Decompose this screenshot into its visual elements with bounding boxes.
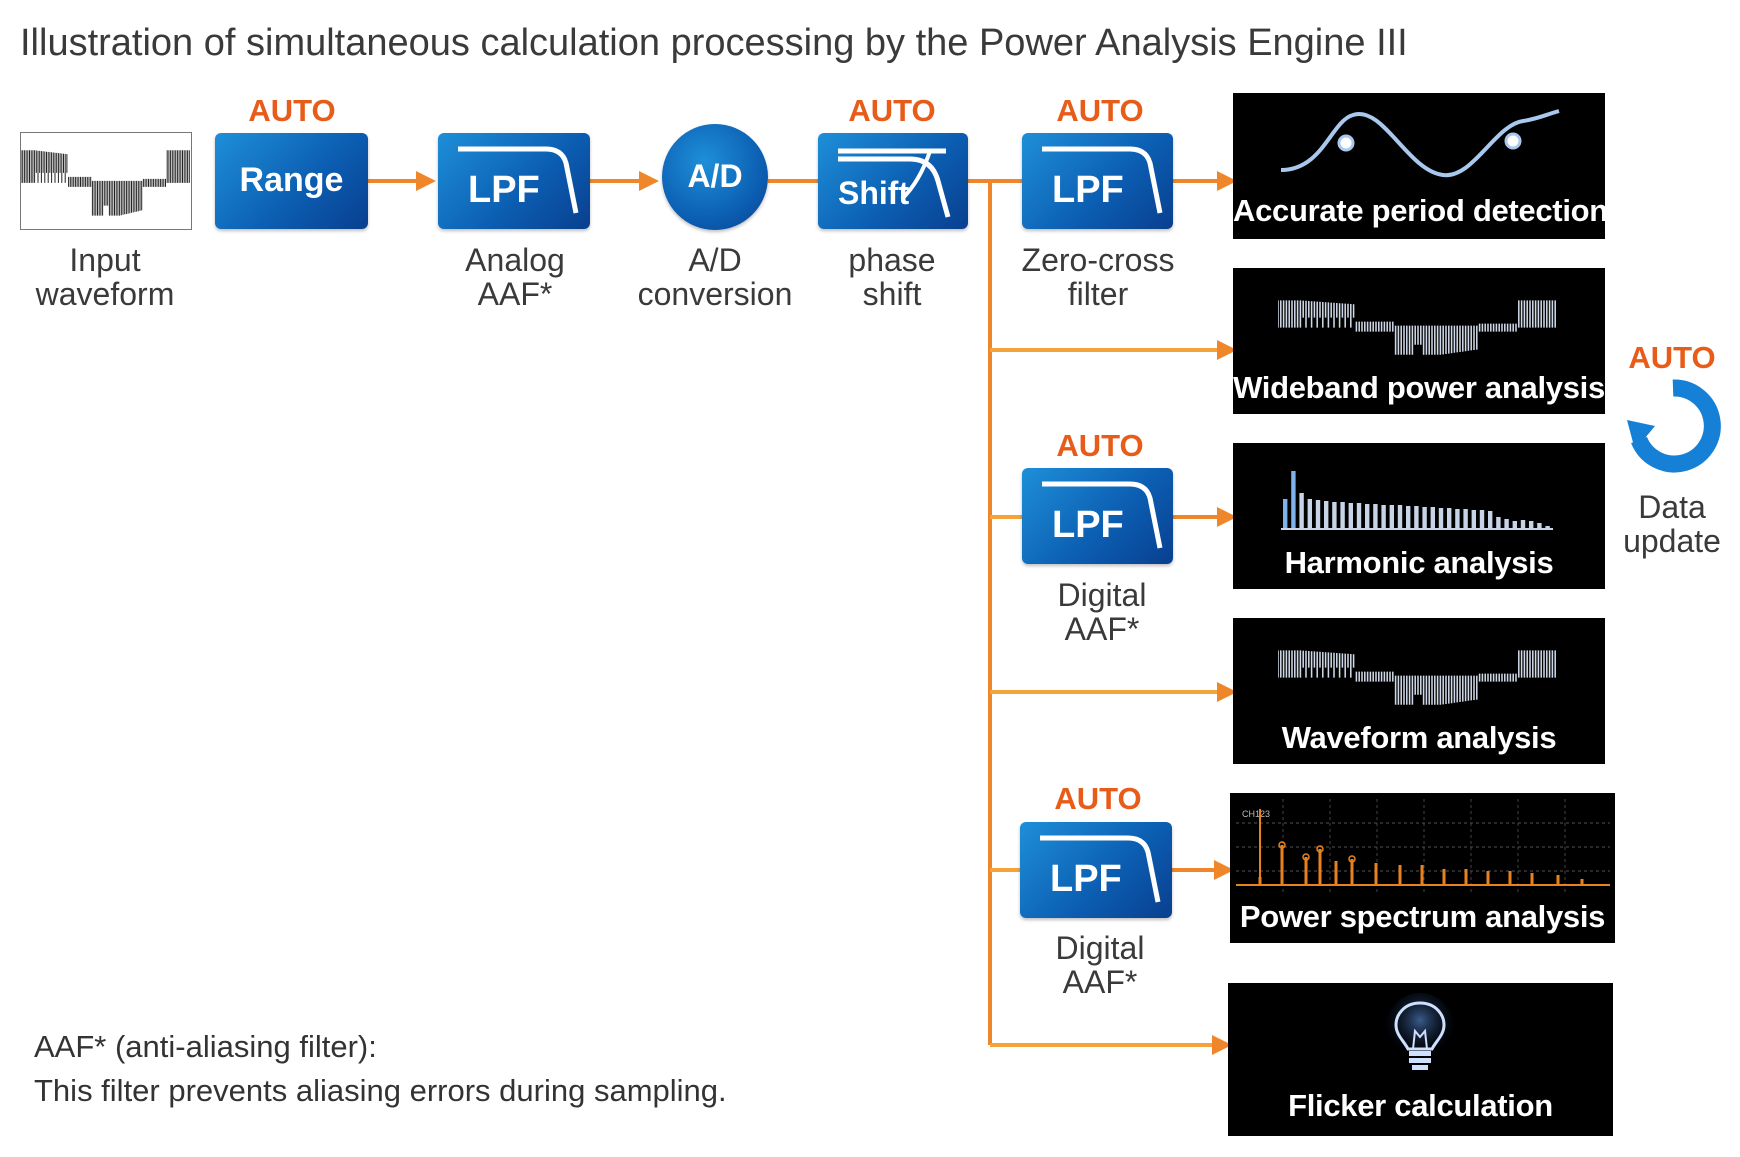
range-label: Range — [239, 161, 344, 199]
flicker-label: Flicker calculation — [1288, 1088, 1553, 1123]
data-update-caption-line1: Data — [1638, 489, 1706, 525]
shift-caption-line1: phase — [848, 242, 936, 278]
digital-lpf-2-caption: Digital AAF* — [990, 931, 1210, 999]
shift-caption-line2: shift — [862, 276, 922, 312]
waveform-label: Waveform analysis — [1281, 720, 1557, 755]
input-caption: Input waveform — [0, 243, 215, 311]
input-waveform-box — [20, 132, 192, 230]
ad-label: A/D — [687, 158, 743, 194]
period-detection-label: Accurate period detection — [1233, 193, 1608, 228]
footnote: AAF* (anti-aliasing filter): This filter… — [34, 1025, 727, 1113]
wideband-panel: Wideband power analysis — [1233, 268, 1605, 414]
auto-label-zero-cross: AUTO — [1056, 93, 1144, 128]
zero-cross-caption-line2: filter — [1067, 276, 1129, 312]
digital-lpf-2-caption-line1: Digital — [1055, 930, 1145, 966]
data-update-caption: Data update — [1562, 490, 1740, 558]
digital-lpf-2-block: LPF — [1020, 822, 1172, 918]
zero-cross-caption: Zero-cross filter — [988, 243, 1208, 311]
digital-lpf-1-caption-line2: AAF* — [1064, 611, 1140, 647]
pwm-waveform-icon — [1278, 300, 1556, 355]
pwm-waveform-icon — [20, 150, 190, 216]
lowpass-curve-icon — [1042, 146, 1163, 214]
zero-cross-caption-line1: Zero-cross — [1021, 242, 1175, 278]
shift-label: Shift — [838, 175, 910, 211]
sine-wave-icon — [1280, 109, 1560, 178]
footnote-line2: This filter prevents aliasing errors dur… — [34, 1073, 727, 1108]
harmonic-label: Harmonic analysis — [1284, 545, 1554, 580]
analog-lpf-label: LPF — [468, 169, 540, 211]
wideband-label: Wideband power analysis — [1233, 370, 1605, 405]
zero-cross-lpf-label: LPF — [1052, 169, 1124, 211]
analog-lpf-caption-line2: AAF* — [477, 276, 553, 312]
digital-lpf-1-label: LPF — [1052, 504, 1124, 546]
digital-lpf-1-caption: Digital AAF* — [992, 578, 1212, 646]
ad-caption-line1: A/D — [688, 242, 742, 278]
auto-label-digital-lpf-2: AUTO — [1054, 781, 1142, 816]
digital-lpf-2-caption-line2: AAF* — [1062, 964, 1138, 1000]
analog-lpf-caption: Analog AAF* — [405, 243, 625, 311]
digital-lpf-2-label: LPF — [1050, 858, 1122, 900]
flicker-panel: Flicker calculation — [1228, 983, 1613, 1136]
harmonic-panel: Harmonic analysis — [1233, 443, 1605, 589]
ad-caption: A/D conversion — [605, 243, 825, 311]
light-bulb-icon — [1386, 993, 1454, 1070]
lowpass-curve-icon — [1040, 835, 1161, 903]
shift-caption: phase shift — [782, 243, 1002, 311]
auto-label-shift: AUTO — [848, 93, 936, 128]
phase-shift-curve-icon — [838, 148, 951, 218]
ad-converter-circle: A/D — [662, 124, 768, 230]
spectrum-channel-tag: CH123 — [1242, 809, 1270, 819]
digital-lpf-1-caption-line1: Digital — [1057, 577, 1147, 613]
harmonic-bars-icon — [1281, 471, 1553, 530]
lowpass-curve-icon — [458, 146, 579, 214]
spectrum-plot-icon: CH123 — [1236, 799, 1610, 895]
input-caption-line1: Input — [69, 242, 141, 278]
waveform-panel: Waveform analysis — [1233, 618, 1605, 764]
range-block: Range — [215, 133, 368, 229]
spectrum-panel: CH123 Power spectrum analysis — [1230, 793, 1615, 943]
analog-lpf-block: LPF — [438, 133, 590, 229]
period-detection-panel: Accurate period detection — [1233, 93, 1608, 239]
input-caption-line2: waveform — [35, 276, 175, 312]
zero-cross-lpf-block: LPF — [1022, 133, 1173, 229]
data-update-caption-line2: update — [1623, 523, 1721, 559]
digital-lpf-1-block: LPF — [1022, 468, 1173, 564]
refresh-cycle-icon — [1627, 379, 1721, 473]
analog-lpf-caption-line1: Analog — [465, 242, 565, 278]
auto-label-data-update: AUTO — [1628, 340, 1716, 375]
pwm-waveform-icon — [1278, 650, 1556, 705]
auto-label-range: AUTO — [248, 93, 336, 128]
ad-caption-line2: conversion — [637, 276, 793, 312]
lowpass-curve-icon — [1042, 481, 1163, 549]
shift-block: Shift — [818, 133, 968, 229]
spectrum-label: Power spectrum analysis — [1239, 899, 1606, 934]
page-title: Illustration of simultaneous calculation… — [20, 22, 1408, 64]
auto-label-digital-lpf-1: AUTO — [1056, 428, 1144, 463]
footnote-line1: AAF* (anti-aliasing filter): — [34, 1029, 377, 1064]
